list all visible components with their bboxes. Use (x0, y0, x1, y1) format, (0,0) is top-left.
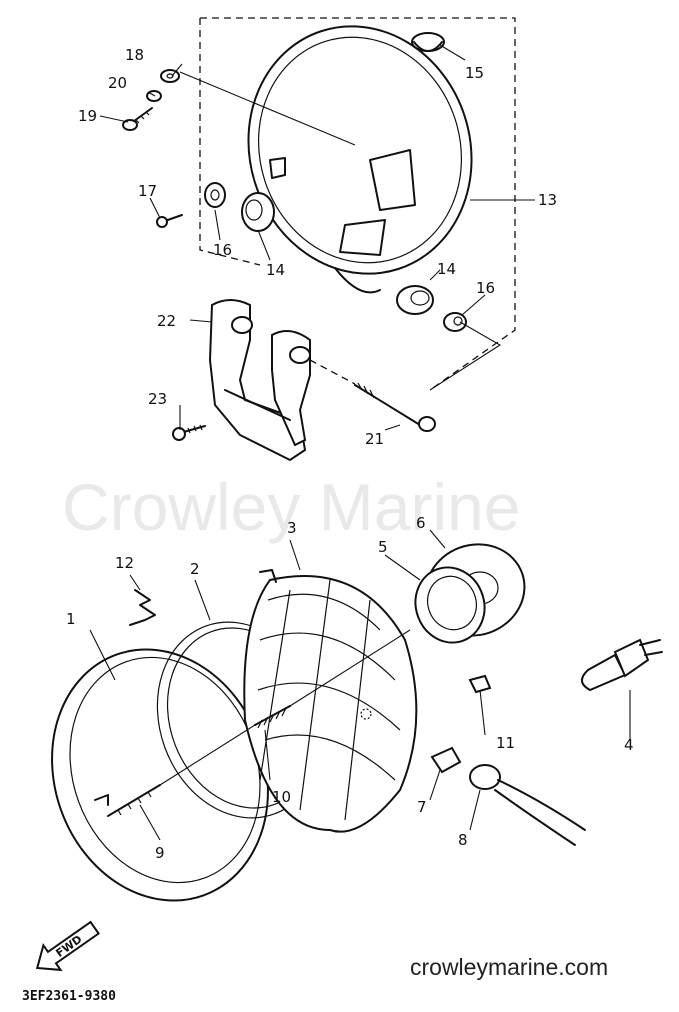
callout-23: 23 (148, 390, 167, 408)
callout-6: 6 (416, 514, 426, 532)
rubber-cap (411, 32, 445, 52)
callout-8: 8 (458, 831, 468, 849)
headlight-bracket (208, 299, 311, 462)
grommet-right (396, 285, 434, 315)
collar-right (443, 312, 467, 332)
callout-12: 12 (115, 554, 134, 572)
bolt-21 (354, 382, 436, 432)
callout-2: 2 (190, 560, 200, 578)
bolt-axis-dash (309, 359, 356, 385)
callout-5: 5 (378, 538, 388, 556)
callout-1: 1 (66, 610, 76, 628)
callout-11: 11 (496, 734, 515, 752)
callout-16b: 16 (476, 279, 495, 297)
callout-19: 19 (78, 107, 97, 125)
callout-9: 9 (155, 844, 165, 862)
washer-18 (160, 69, 180, 83)
callout-15: 15 (465, 64, 484, 82)
callout-17: 17 (138, 182, 157, 200)
diagram-code: 3EF2361-9380 (22, 989, 116, 1004)
bulb-4 (581, 638, 663, 692)
headlight-housing (247, 25, 473, 294)
callout-14b: 14 (437, 260, 456, 278)
callout-7: 7 (417, 798, 427, 816)
housing-group-boundary (199, 17, 516, 391)
clip-12 (129, 589, 156, 626)
callout-22: 22 (157, 312, 176, 330)
grommet-left (241, 192, 275, 232)
watermark-text: Crowley Marine (62, 470, 520, 544)
callout-3: 3 (287, 519, 297, 537)
bolt-axis-line-right (429, 321, 502, 391)
callout-20: 20 (108, 74, 127, 92)
callout-21: 21 (365, 430, 384, 448)
bolt-23 (172, 424, 206, 441)
fwd-arrow: FWD (35, 920, 100, 972)
adjust-axis-line (159, 629, 411, 786)
callout-18: 18 (125, 46, 144, 64)
spring-10 (254, 705, 291, 729)
callout-13: 13 (538, 191, 557, 209)
callout-16a: 16 (213, 241, 232, 259)
leader-lines (89, 44, 631, 841)
nut-11 (468, 674, 492, 694)
website-text: crowleymarine.com (410, 954, 608, 980)
callout-4: 4 (624, 736, 634, 754)
socket-ring (414, 566, 486, 644)
callout-14a: 14 (266, 261, 285, 279)
callout-10: 10 (272, 788, 291, 806)
adjust-screw-9 (107, 784, 161, 817)
collar-left (204, 182, 226, 208)
bolt-19 (122, 107, 153, 131)
bolt-axis-line (179, 71, 356, 146)
socket-8 (469, 764, 586, 846)
screw-17 (156, 214, 183, 228)
bulb-7 (430, 746, 462, 774)
headlight-lens-unit (243, 569, 418, 833)
